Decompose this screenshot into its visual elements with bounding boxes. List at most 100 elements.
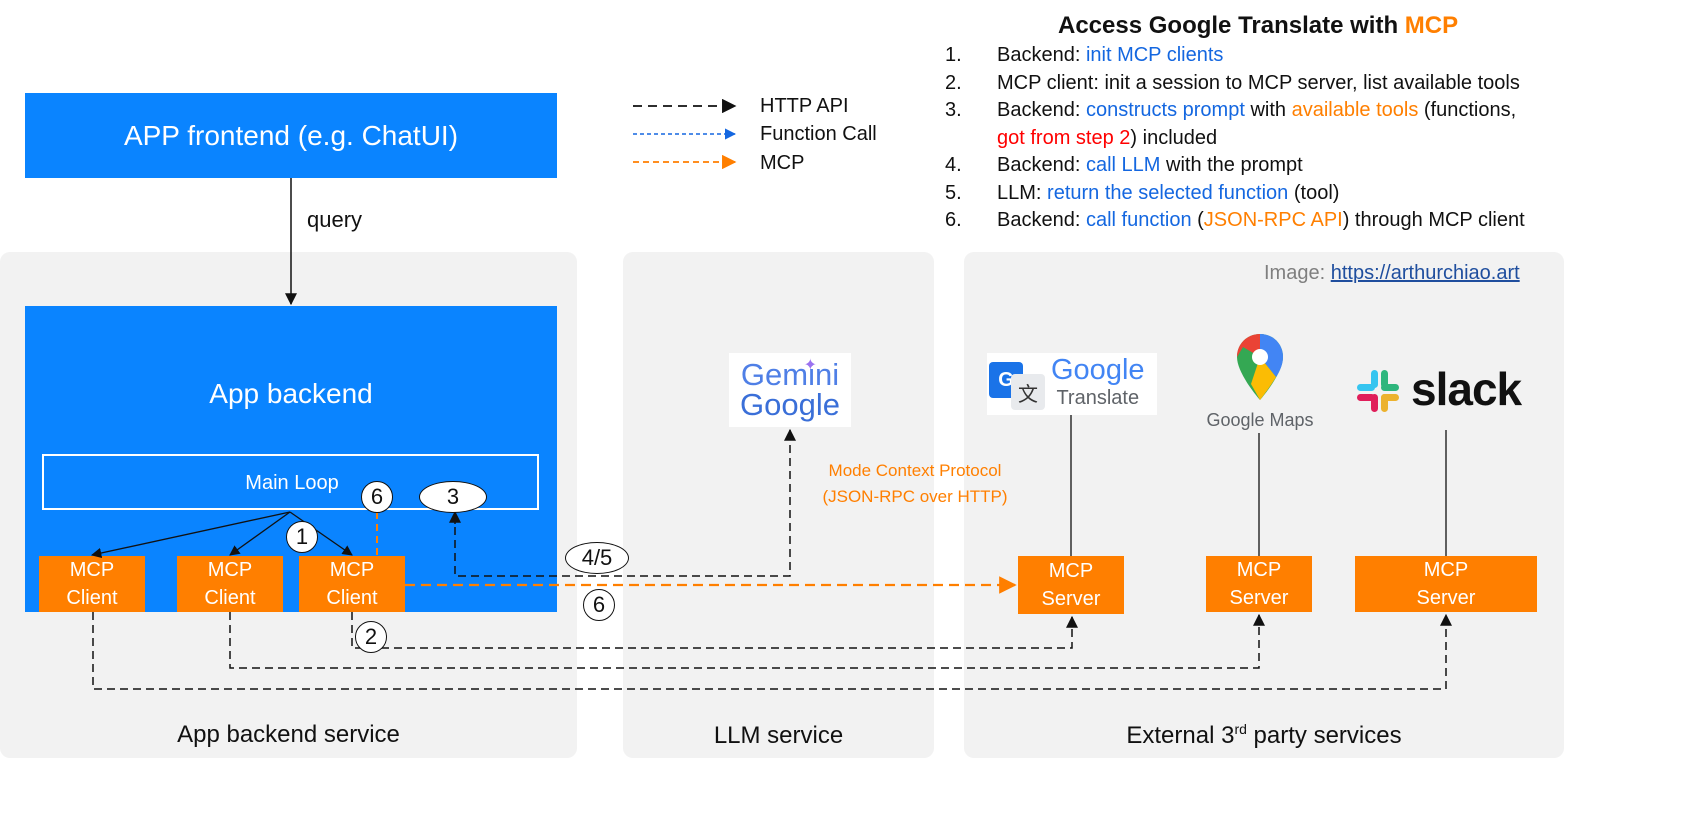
mcp-client-1: MCP Client [39,556,145,612]
step-text: (tool) [1288,181,1340,204]
mcp-client-3-line1: MCP [329,559,375,581]
mcp-server-maps-line2: Server [1229,587,1289,609]
steps-title-prefix: Access Google Translate with [1058,12,1405,39]
step-marker-3: 3 [419,481,487,513]
mcp-server-translate-line1: MCP [1048,560,1094,582]
session-client3-translate [351,612,1078,649]
mcp-server-translate-line2: Server [1041,588,1101,610]
session-client2-maps [229,612,1265,669]
gemini-wordmark: Gemini [740,357,840,392]
mcp-server-maps-line1: MCP [1236,559,1282,581]
translate-product-name: Translate [1056,387,1140,409]
llm-service-panel [623,252,934,758]
step-row: 3.Backend: constructs prompt with availa… [945,99,1516,122]
legend-http-label: HTTP API [760,95,849,117]
step-text: ) included [1130,126,1218,149]
gemini-logo: Gemini Google ✦ [729,353,851,427]
external-label-prefix: External 3 [1126,722,1235,749]
mcp-client-2-line2: Client [204,587,256,609]
protocol-note: Mode Context Protocol (JSON-RPC over HTT… [810,458,1020,510]
step-number: 1. [945,44,962,66]
external-label-suffix: party services [1246,722,1402,749]
app-backend-service-label: App backend service [177,721,400,748]
step-text: ( [1191,209,1204,231]
step-text: available tools [1291,99,1419,121]
image-credit-link[interactable]: https://arthurchiao.art [1330,262,1520,284]
fanout-to-client-1 [90,511,291,559]
step-text: with [1244,99,1292,121]
step-text: LLM: [997,181,1048,204]
llm-call-path [454,430,791,577]
step-text: JSON-RPC API [1203,209,1343,231]
protocol-note-line1: Mode Context Protocol [828,461,1002,480]
mcp-server-translate: MCP Server [1018,556,1124,614]
step-number: 6. [945,209,962,231]
mcp-client-1-line1: MCP [69,559,115,581]
maps-wordmark: Google Maps [1206,410,1314,430]
translate-char-tile: 文 [1011,374,1045,410]
step-marker-6-mcp: 6 [583,589,615,621]
step-text: init MCP clients [1085,44,1224,66]
main-loop-box [42,454,539,510]
step-text: Backend: [997,209,1086,231]
external-label-sup: rd [1234,721,1247,737]
step-text: ) through MCP client [1342,209,1525,231]
step-text: with the prompt [1160,154,1303,176]
slack-icon [1357,370,1399,412]
step-number: 5. [945,181,962,204]
map-pin-icon [1237,334,1283,400]
mcp-server-slack: MCP Server [1355,556,1537,612]
step-text: Backend: [997,99,1086,121]
translate-google-wordmark: Google [1051,354,1145,386]
mcp-client-2-line1: MCP [207,559,253,581]
session-client1-slack [92,612,1452,690]
fanout-to-client-3 [289,511,353,556]
step-row: 6. Backend: call function (JSON-RPC API) … [945,209,1525,232]
steps-title: Access Google Translate with MCP [1058,12,1458,40]
steps-title-highlight: MCP [1404,12,1459,39]
step-text: constructs prompt [1085,99,1245,121]
legend-function-call-label: Function Call [760,123,877,145]
sparkle-icon: ✦ [803,357,817,374]
step-row: got from step 2) included [945,127,1217,150]
step-marker-6-main: 6 [361,481,393,513]
google-wordmark-llm: Google [740,387,840,422]
step-row: 1. Backend: init MCP clients [945,44,1223,67]
legend-mcp-label: MCP [760,152,805,174]
external-services-label: External 3rd party services [964,721,1564,750]
step-row: 5. LLM: return the selected function (too… [945,182,1339,205]
mcp-client-3-line2: Client [326,587,378,609]
step-marker-1: 1 [286,521,318,553]
mcp-client-3: MCP Client [299,556,405,612]
step-row: 2. MCP client: init a session to MCP serv… [945,72,1520,95]
app-backend-label: App backend [209,378,373,409]
google-maps-logo: Google Maps [1200,334,1320,434]
llm-service-label: LLM service [713,722,844,749]
mcp-client-1-line2: Client [66,587,118,609]
step-text: Backend: [997,44,1086,66]
google-translate-logo: G 文 Google Translate [987,353,1157,415]
mcp-server-slack-line1: MCP [1423,559,1469,581]
app-frontend-box: APP frontend (e.g. ChatUI) [25,93,557,178]
fanout-to-client-2 [229,511,291,556]
step-number: 2. [945,71,962,94]
protocol-note-line2: (JSON-RPC over HTTP) [822,487,1008,506]
step-text: return the selected function [1047,181,1289,204]
step-text: Backend: [997,154,1086,176]
mcp-server-maps: MCP Server [1206,556,1312,612]
main-loop-label: Main Loop [245,472,339,494]
app-frontend-label: APP frontend (e.g. ChatUI) [123,119,459,151]
step-text: call function [1085,209,1192,231]
mcp-server-slack-line2: Server [1416,587,1476,609]
step-number: 4. [945,154,962,176]
step-text: got from step 2 [997,126,1131,149]
step-text: (functions, [1418,99,1517,121]
mcp-client-2: MCP Client [177,556,283,612]
slack-wordmark: slack [1411,363,1522,415]
query-label: query [307,207,363,232]
step-row: 4.Backend: call LLM with the prompt [945,154,1303,177]
step-marker-4-5: 4/5 [565,542,629,574]
image-credit-label: Image: [1264,262,1331,284]
step-text: MCP client: init a session to MCP server… [997,71,1520,94]
